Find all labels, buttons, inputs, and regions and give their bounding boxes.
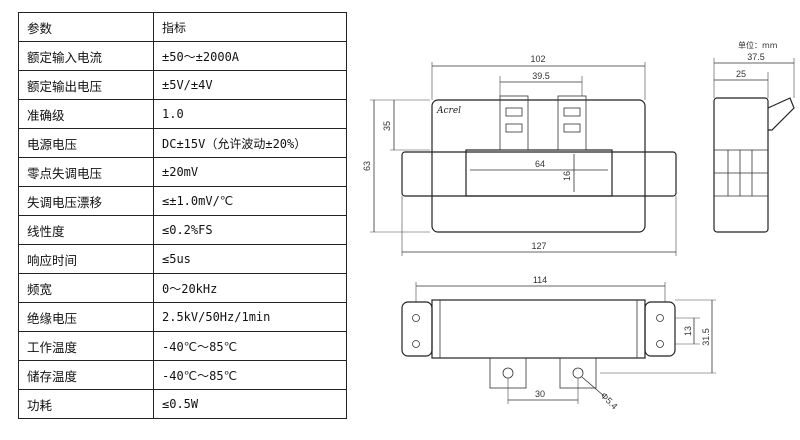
dim-39-5: 39.5 <box>532 71 550 81</box>
param-value-cell: 指标 <box>153 12 347 42</box>
param-name-cell: 失调电压漂移 <box>18 186 154 216</box>
table-row: 工作温度-40℃～85℃ <box>18 331 347 361</box>
param-name-cell: 绝缘电压 <box>18 302 154 332</box>
dim-63: 63 <box>362 161 372 171</box>
dim-114: 114 <box>533 275 547 285</box>
table-row: 功耗≤0.5W <box>18 389 347 419</box>
unit-label: 单位：mm <box>738 40 778 50</box>
brand-logo: Acrel <box>436 106 461 116</box>
dim-102: 102 <box>530 54 545 64</box>
param-value-cell: 1.0 <box>153 99 347 129</box>
dim-16: 16 <box>562 171 572 181</box>
param-name-cell: 储存温度 <box>18 360 154 390</box>
param-value-cell: ±5V/±4V <box>153 70 347 100</box>
front-view: 102 39.5 Acrel 64 16 63 35 <box>362 54 677 256</box>
param-name-cell: 响应时间 <box>18 244 154 274</box>
dim-127: 127 <box>531 241 546 251</box>
param-value-cell: ≤0.5W <box>153 389 347 419</box>
dim-31-5: 31.5 <box>701 328 711 346</box>
param-value-cell: ≤±1.0mV/℃ <box>153 186 347 216</box>
param-name-cell: 功耗 <box>18 389 154 419</box>
param-value-cell: 0～20kHz <box>153 273 347 303</box>
param-value-cell: ≤0.2%FS <box>153 215 347 245</box>
table-row: 线性度≤0.2%FS <box>18 215 347 245</box>
side-view: 单位：mm 37.5 25 <box>713 40 795 233</box>
param-name-cell: 电源电压 <box>18 128 154 158</box>
dim-37-5: 37.5 <box>747 52 765 62</box>
table-row: 储存温度-40℃～85℃ <box>18 360 347 390</box>
dim-64: 64 <box>535 159 545 169</box>
table-header-row: 参数指标 <box>18 12 347 42</box>
param-value-cell: DC±15V（允许波动±20%） <box>153 128 347 158</box>
param-value-cell: -40℃～85℃ <box>153 360 347 390</box>
param-value-cell: ±20mV <box>153 157 347 187</box>
param-name-cell: 零点失调电压 <box>18 157 154 187</box>
param-value-cell: -40℃～85℃ <box>153 331 347 361</box>
table-row: 额定输入电流±50～±2000A <box>18 41 347 71</box>
table-row: 额定输出电压±5V/±4V <box>18 70 347 100</box>
table-row: 失调电压漂移≤±1.0mV/℃ <box>18 186 347 216</box>
dim-25: 25 <box>736 69 746 79</box>
param-value-cell: ±50～±2000A <box>153 41 347 71</box>
dim-13: 13 <box>683 326 693 336</box>
dim-35: 35 <box>382 121 392 131</box>
dim-30: 30 <box>535 389 545 399</box>
dim-hole: Φ5.4 <box>599 390 620 411</box>
table-row: 零点失调电压±20mV <box>18 157 347 187</box>
param-name-cell: 线性度 <box>18 215 154 245</box>
bottom-view: 114 13 31.5 30 Φ5.4 <box>401 275 716 411</box>
param-name-cell: 参数 <box>18 12 154 42</box>
param-name-cell: 准确级 <box>18 99 154 129</box>
